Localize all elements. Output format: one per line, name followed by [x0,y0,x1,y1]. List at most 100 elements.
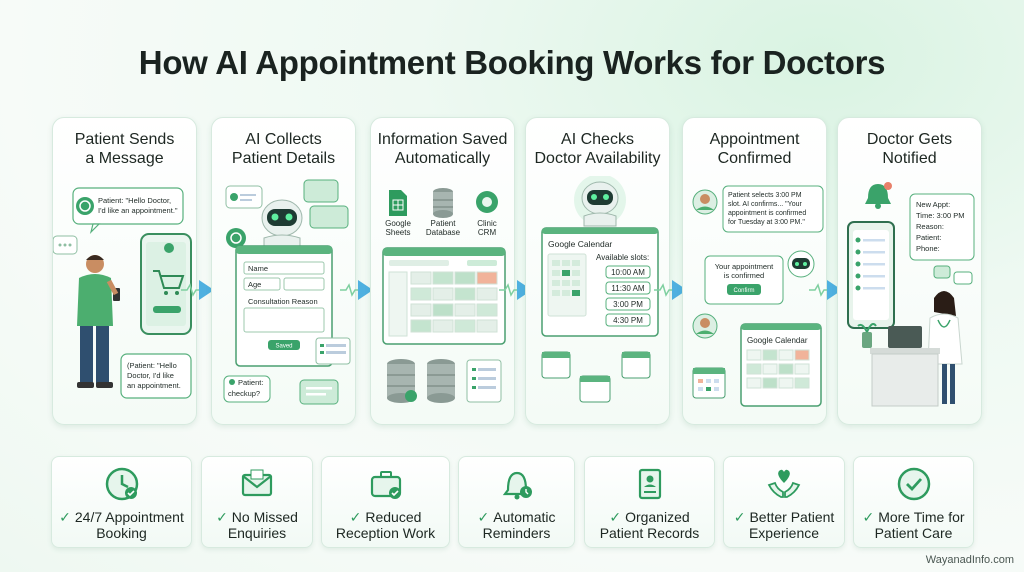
calendar-icon: Google Calendar Available slots: 10:00 A… [541,227,659,337]
step-illustration: New Appt: Time: 3:00 PM Reason: Patient:… [847,182,975,407]
svg-text:Sheets: Sheets [386,228,411,237]
svg-text:3:00 PM: 3:00 PM [613,300,643,309]
chat-bubble-patient: Patient: checkup? [223,375,271,403]
clock-icon [105,467,138,501]
step-illustration: Patient selects 3:00 PM slot. AI confirm… [692,185,824,407]
site-credit: WayanadInfo.com [925,554,1014,566]
svg-text:I'd like an appointment.": I'd like an appointment." [98,206,178,215]
heart-hands-icon [767,469,801,498]
slot-list: 10:00 AM 11:30 AM 3:00 PM 4:30 PM [605,265,651,327]
flow-arrow [181,280,214,300]
svg-text:New Appt:: New Appt: [916,200,950,209]
chat-bubble-bottom: (Patient: "Hello Doctor, I'd like an app… [120,353,192,399]
step-illustration: Name Age Consultation Reason Saved Patie… [223,179,351,405]
svg-text:Time: 3:00 PM: Time: 3:00 PM [916,211,965,220]
briefcase-icon [370,471,401,499]
svg-text:for Tuesday at 3:00 PM.": for Tuesday at 3:00 PM." [728,219,805,226]
record-icon [638,468,661,500]
svg-text:Google Calendar: Google Calendar [548,239,612,249]
step-title: AI Checks Doctor Availability [534,131,661,167]
robot-icon [574,176,626,227]
svg-text:Google Calendar: Google Calendar [747,336,808,345]
calendar-icon [541,351,651,403]
flow-arrow [340,280,373,300]
chat-icon [299,379,339,405]
form-icon: Name Age Consultation Reason Saved [235,245,333,367]
avatar-icon [692,313,718,339]
tablet-icon [847,221,895,329]
step-title: Patient Sends a Message [74,131,175,167]
whatsapp-icon [76,197,94,215]
robot-icon [261,199,303,249]
svg-text:4:30 PM: 4:30 PM [613,316,643,325]
database-icon: Patient Database [426,188,461,237]
envelope-icon [241,469,273,497]
step-title: Information Saved Automatically [377,131,508,167]
step-patient-sends-message: Patient Sends a Message Patient: "Hello … [52,117,197,425]
flow-arrow [499,280,532,300]
svg-text:Doctor, I'd like: Doctor, I'd like [127,371,174,380]
step-illustration: Google Sheets Patient Database Clinic CR… [382,188,506,403]
database-icon [427,359,455,403]
notification-card: New Appt: Time: 3:00 PM Reason: Patient:… [909,193,975,261]
flow-arrow [809,280,842,300]
svg-text:Phone:: Phone: [916,244,940,253]
desk-icon [857,323,955,407]
step-title: Doctor Gets Notified [866,131,953,167]
svg-text:Database: Database [426,228,461,237]
chat-icon [53,235,78,255]
phone-icon [140,233,192,335]
svg-text:Patient:: Patient: [916,233,941,242]
benefit-card: ✓More Time for Patient Care [853,456,974,548]
database-icon [387,359,417,403]
benefit-card: ✓No Missed Enquiries [201,456,313,548]
spreadsheet-icon [382,247,506,345]
svg-text:Patient: Patient [431,219,457,228]
svg-text:Confirm: Confirm [733,288,754,294]
svg-text:appointment is confirmed: appointment is confirmed [728,210,806,217]
step-title: Appointment Confirmed [709,131,800,167]
step-illustration: Google Calendar Available slots: 10:00 A… [541,176,659,403]
person-icon [77,255,120,388]
step-illustration: Patient: "Hello Doctor, I'd like an appo… [53,187,192,399]
clock-check-icon [897,467,930,501]
step-ai-checks-availability: AI Checks Doctor Availability Google Cal… [525,117,670,425]
svg-text:checkup?: checkup? [228,389,260,398]
svg-text:Google: Google [385,219,411,228]
svg-text:Available slots:: Available slots: [596,253,649,262]
svg-text:Saved: Saved [275,344,292,350]
chat-bubble-top: Patient: "Hello Doctor, I'd like an appo… [72,187,184,234]
svg-text:is confirmed: is confirmed [724,271,764,280]
svg-text:Age: Age [248,280,261,289]
gear-icon: Clinic CRM [476,191,498,237]
calendar-icon [692,367,726,399]
benefit-card: ✓Organized Patient Records [584,456,715,548]
svg-text:CRM: CRM [478,228,497,237]
svg-text:Reason:: Reason: [916,222,944,231]
chat-icon [303,179,349,229]
svg-text:Name: Name [248,264,268,273]
whatsapp-icon [226,228,246,248]
chat-bubble-confirm: Patient selects 3:00 PM slot. AI confirm… [722,185,824,233]
benefit-card: ✓Better Patient Experience [723,456,845,548]
step-doctor-notified: Doctor Gets Notified New Appt: Time: 3:0… [837,117,982,425]
bell-icon [865,182,892,209]
svg-text:an appointment.: an appointment. [127,381,181,390]
step-information-saved: Information Saved Automatically Google S… [370,117,515,425]
svg-text:(Patient: "Hello: (Patient: "Hello [127,361,177,370]
svg-text:Clinic: Clinic [477,219,497,228]
svg-text:Patient: "Hello Doctor,: Patient: "Hello Doctor, [98,196,171,205]
svg-text:Patient selects 3:00 PM: Patient selects 3:00 PM [728,192,802,199]
svg-text:Your appointment: Your appointment [715,262,774,271]
chat-icon [225,185,263,209]
flow-arrow [654,280,687,300]
page-title: How AI Appointment Booking Works for Doc… [138,44,886,81]
svg-text:10:00 AM: 10:00 AM [611,268,645,277]
sheets-icon: Google Sheets [385,190,411,237]
list-icon [466,359,502,403]
step-title: AI Collects Patient Details [231,131,336,167]
list-icon [315,337,351,365]
confirmation-card: Your appointment is confirmed Confirm [704,255,784,305]
svg-text:Consultation Reason: Consultation Reason [248,297,318,306]
svg-text:Patient:: Patient: [238,378,263,387]
